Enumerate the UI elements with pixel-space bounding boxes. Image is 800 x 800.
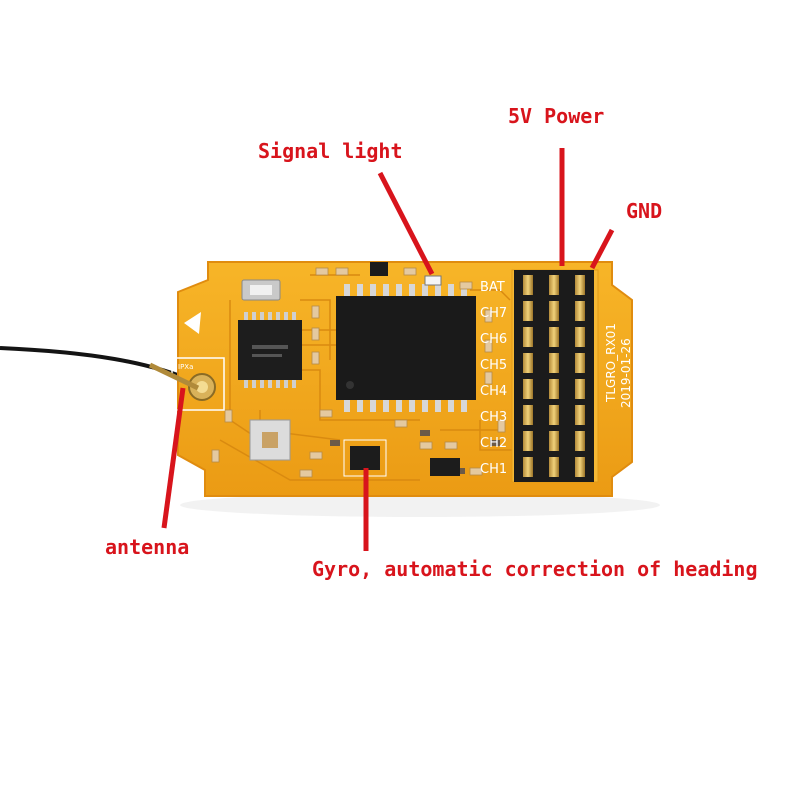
rf-chip (238, 312, 302, 388)
callout-gnd: GND (626, 199, 663, 223)
header-pin (549, 301, 559, 321)
header-pin (523, 431, 533, 451)
passive-components (211, 267, 506, 478)
callout-antenna: antenna (105, 535, 190, 559)
leader-antenna (161, 387, 186, 529)
header-pin (575, 327, 585, 347)
pin-label-ch6: CH6 (480, 332, 507, 347)
silk-date: 2019-01-26 (619, 338, 633, 408)
baro-sensor (249, 419, 291, 461)
header-pin (575, 379, 585, 399)
pin-label-ch5: CH5 (480, 358, 507, 373)
silk-arrow (184, 312, 201, 334)
antenna-cable (0, 346, 196, 384)
pin-label-ch7: CH7 (480, 306, 507, 321)
header-pin (575, 353, 585, 373)
callout-signal-light: Signal light (258, 139, 403, 163)
ipx-connector (148, 357, 225, 411)
header-pin (549, 457, 559, 477)
signal-led (424, 275, 442, 286)
header-pin (523, 327, 533, 347)
header-pin (575, 405, 585, 425)
crystal-top (250, 285, 272, 295)
header-pin (549, 327, 559, 347)
pin-label-ch4: CH4 (480, 384, 507, 399)
header-pin (549, 353, 559, 373)
pin-label-ch2: CH2 (480, 436, 507, 451)
pin-label-bat: BAT (480, 280, 505, 295)
header-pin (549, 275, 559, 295)
leader-signal (377, 171, 435, 276)
silk-model: TLGRO_RX01 (604, 323, 618, 403)
header-pin (575, 431, 585, 451)
header-pin (523, 405, 533, 425)
header-pin (523, 301, 533, 321)
main-mcu-chip (336, 284, 476, 412)
header-pin (523, 379, 533, 399)
pin-label-ch3: CH3 (480, 410, 507, 425)
header-pin (549, 431, 559, 451)
header-pin (575, 275, 585, 295)
leader-lines (161, 148, 615, 551)
ipx-label: IPXa (178, 363, 193, 371)
leader-gnd (589, 228, 615, 270)
header-pin (549, 405, 559, 425)
regulator-chip (430, 458, 460, 476)
pin-header (511, 269, 599, 483)
callout-gyro: Gyro, automatic correction of heading (312, 557, 758, 581)
header-pin (575, 301, 585, 321)
transistor (370, 262, 388, 276)
header-pin (575, 457, 585, 477)
header-pin (523, 275, 533, 295)
header-pin (549, 379, 559, 399)
header-pin (523, 457, 533, 477)
header-pin (523, 353, 533, 373)
board-shadow (180, 493, 660, 517)
pin-label-ch1: CH1 (480, 462, 507, 477)
callout-5v-power: 5V Power (508, 104, 605, 128)
